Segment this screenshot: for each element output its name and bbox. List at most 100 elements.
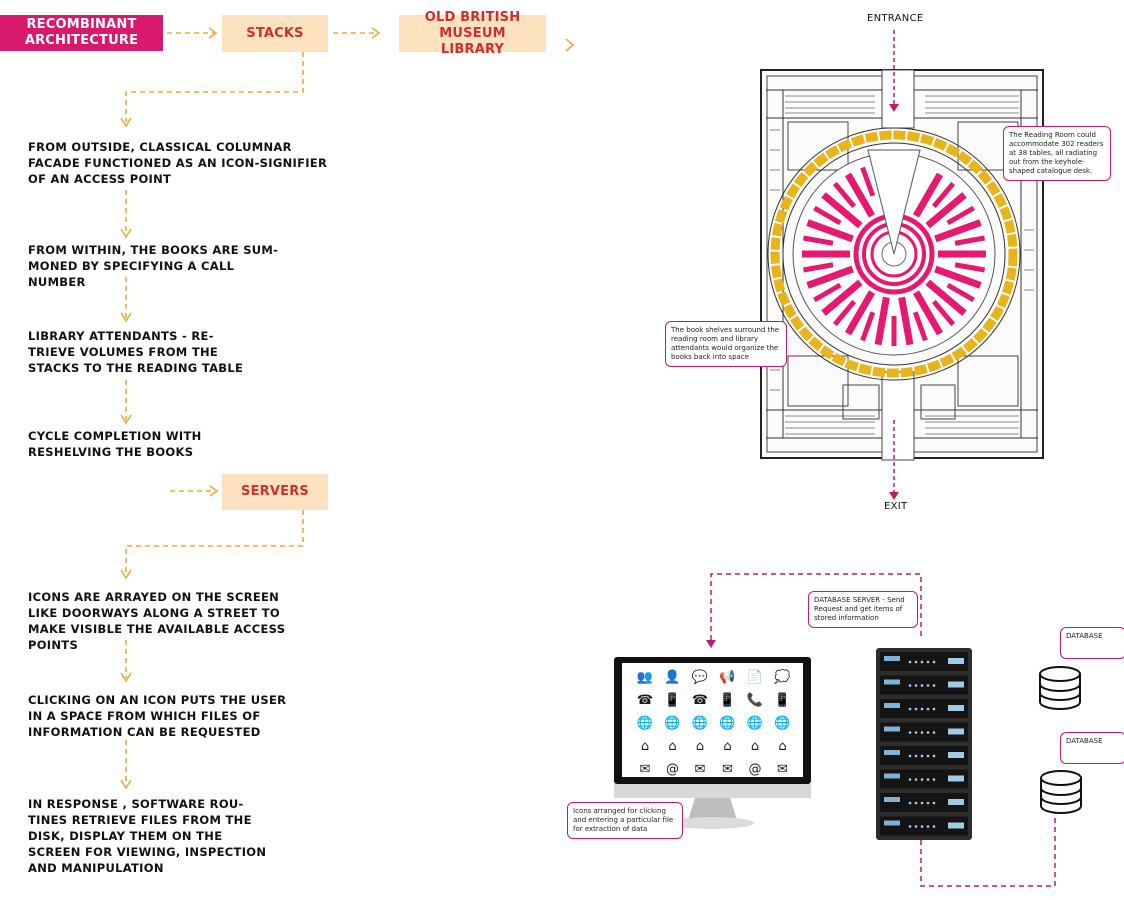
icons-callout: Icons arranged for clicking and entering… bbox=[567, 802, 683, 839]
stacks-step-2: FROM WITHIN, THE BOOKS ARE SUM- MONED BY… bbox=[28, 243, 279, 289]
screen-app-icon: 👥 bbox=[637, 670, 653, 685]
old-british-museum-library-label: OLD BRITISH MUSEUM LIBRARY bbox=[424, 9, 521, 57]
reading-desk bbox=[844, 290, 876, 336]
reading-desk bbox=[802, 262, 834, 273]
server-led bbox=[932, 825, 936, 828]
server-led bbox=[920, 801, 924, 805]
reading-desk bbox=[813, 205, 842, 226]
server-led bbox=[932, 684, 936, 687]
server-led bbox=[932, 801, 936, 805]
servers-step-2: CLICKING ON AN ICON PUTS THE USER IN A S… bbox=[28, 693, 287, 739]
server-unit bbox=[880, 722, 968, 742]
reading-desk bbox=[934, 265, 982, 289]
server-led bbox=[908, 754, 912, 758]
reading-desk bbox=[912, 311, 928, 342]
server-led-panel bbox=[884, 750, 900, 755]
server-drive-bay bbox=[948, 681, 964, 688]
server-unit bbox=[880, 675, 968, 695]
reading-desk bbox=[912, 172, 944, 218]
reading-desk bbox=[860, 166, 876, 197]
server-drive-bay bbox=[948, 705, 964, 711]
reading-desk bbox=[860, 311, 876, 342]
server-unit bbox=[880, 769, 968, 789]
server-led bbox=[926, 801, 930, 805]
servers-label: SERVERS bbox=[241, 484, 309, 499]
reading-desk bbox=[912, 290, 944, 336]
screen-app-icon: 💭 bbox=[774, 668, 790, 685]
reading-desk bbox=[806, 219, 854, 243]
screen-app-icon: 💬 bbox=[692, 669, 708, 685]
server-led bbox=[926, 731, 930, 734]
screen-app-icon: ⌂ bbox=[751, 739, 759, 754]
servers-box: SERVERS bbox=[222, 474, 328, 510]
reading-desk bbox=[925, 279, 967, 316]
reading-desk bbox=[821, 192, 863, 229]
old-british-museum-library-box: OLD BRITISH MUSEUM LIBRARY bbox=[399, 10, 546, 57]
server-led-panel bbox=[884, 797, 900, 802]
server-led bbox=[914, 684, 918, 687]
screen-app-icon: ⌂ bbox=[696, 739, 704, 754]
server-led bbox=[914, 778, 918, 781]
screen-app-icon: ☎ bbox=[637, 693, 653, 708]
server-led-panel bbox=[884, 820, 900, 826]
stacks-step-1: FROM OUTSIDE, CLASSICAL COLUMNAR FACADE … bbox=[28, 140, 328, 186]
reading-desk bbox=[946, 205, 975, 226]
screen-app-icon: 📱 bbox=[774, 692, 790, 708]
server-led bbox=[908, 801, 912, 805]
server-led bbox=[914, 707, 918, 711]
server-led bbox=[932, 707, 936, 711]
server-led bbox=[908, 825, 912, 828]
reading-desk bbox=[946, 282, 975, 303]
server-led bbox=[908, 660, 912, 664]
stacks-box: STACKS bbox=[222, 15, 328, 52]
server-led bbox=[914, 731, 918, 734]
screen-app-icon: ✉ bbox=[695, 762, 706, 777]
reading-desk bbox=[954, 235, 986, 246]
server-led bbox=[926, 684, 930, 687]
screen-app-icon: 🌐 bbox=[719, 715, 735, 731]
reading-desk bbox=[806, 265, 854, 289]
server-led bbox=[932, 754, 936, 758]
server-unit bbox=[880, 793, 968, 812]
server-led-panel bbox=[884, 726, 900, 732]
server-drive-bay bbox=[948, 775, 964, 782]
server-drive-bay bbox=[948, 752, 964, 758]
servers-step-1: ICONS ARE ARRAYED ON THE SCREEN LIKE DOO… bbox=[28, 590, 286, 652]
screen-app-icon: 📄 bbox=[747, 669, 763, 685]
server-led bbox=[920, 825, 924, 828]
server-led-panel bbox=[884, 703, 900, 708]
book-shelves-callout: The book shelves surround the reading ro… bbox=[665, 321, 787, 367]
server-led bbox=[926, 754, 930, 758]
screen-app-icon: ⌂ bbox=[668, 739, 676, 754]
server-led bbox=[926, 660, 930, 664]
reading-desk bbox=[802, 235, 834, 246]
screen-app-icon: 📱 bbox=[664, 692, 680, 708]
server-led-panel bbox=[884, 656, 900, 661]
database-callout-2: DATABASE bbox=[1060, 732, 1124, 764]
servers-step-3: IN RESPONSE , SOFTWARE ROU- TINES RETRIE… bbox=[28, 797, 267, 875]
reading-room-callout: The Reading Room could accommodate 302 r… bbox=[1003, 126, 1111, 181]
screen-app-icon: 👤 bbox=[664, 669, 680, 685]
server-led bbox=[920, 731, 924, 734]
server-led bbox=[914, 754, 918, 758]
screen-app-icon: ✉ bbox=[722, 762, 733, 777]
screen-app-icon: ☎ bbox=[692, 693, 708, 708]
server-led bbox=[914, 660, 918, 664]
server-unit bbox=[880, 652, 968, 671]
server-led bbox=[908, 684, 912, 687]
screen-app-icon: ⌂ bbox=[641, 739, 649, 754]
server-led bbox=[908, 731, 912, 734]
server-drive-bay bbox=[948, 799, 964, 805]
reading-desk bbox=[844, 172, 876, 218]
server-led bbox=[914, 801, 918, 805]
screen-app-icon: 🌐 bbox=[637, 715, 653, 731]
screen-app-icon: 🌐 bbox=[692, 715, 708, 731]
server-led bbox=[926, 778, 930, 781]
entrance-label: ENTRANCE bbox=[867, 13, 924, 24]
server-led bbox=[920, 707, 924, 711]
recombinant-architecture-label: RECOMBINANT ARCHITECTURE bbox=[24, 17, 139, 48]
screen-app-icon: ✉ bbox=[777, 762, 788, 777]
reading-desk bbox=[931, 181, 956, 209]
